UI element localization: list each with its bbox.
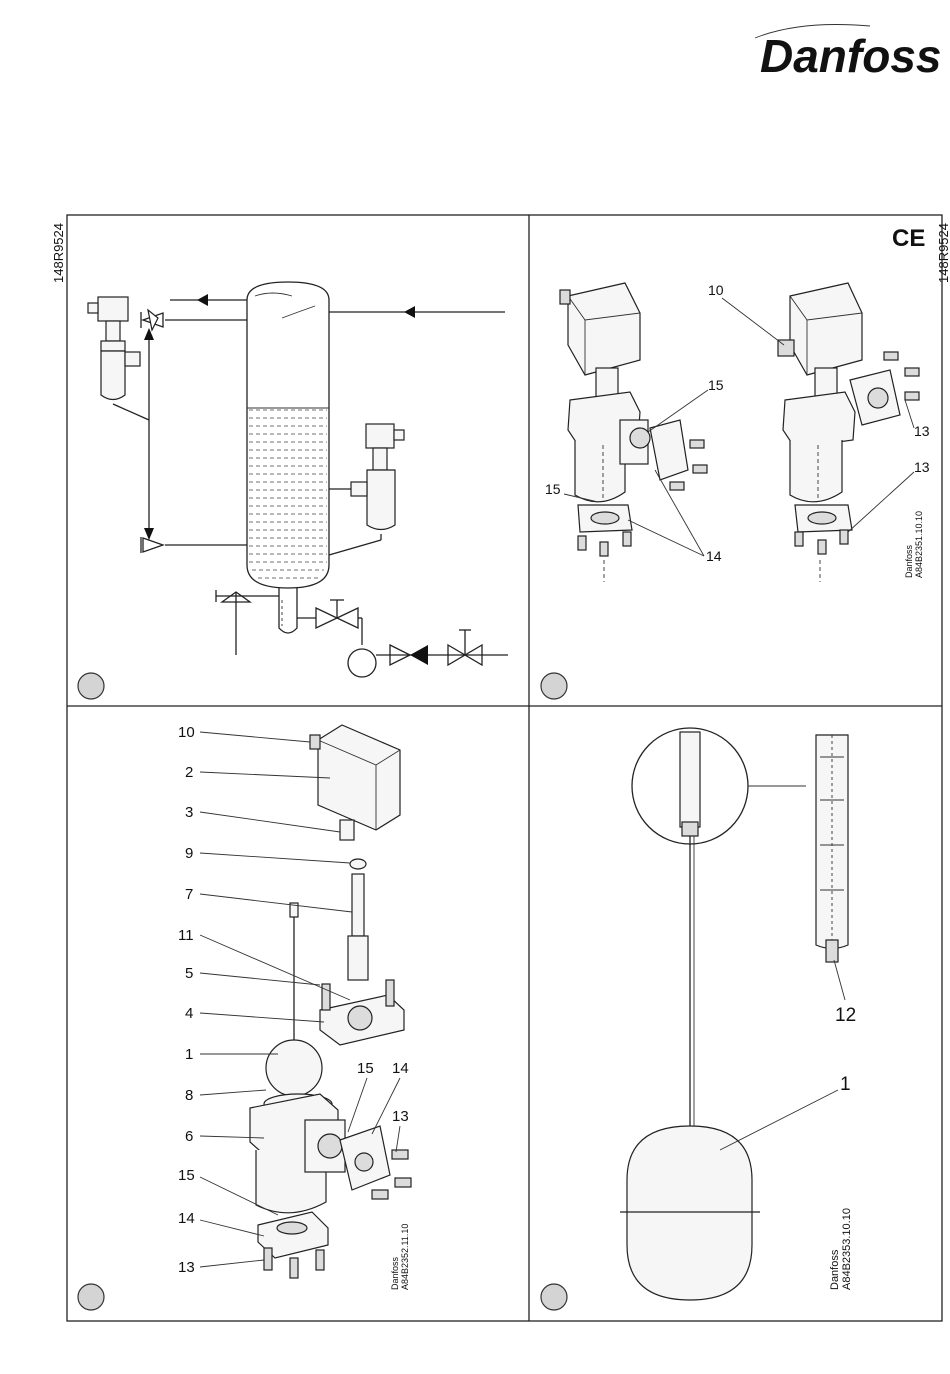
callout-14-upper: 14: [392, 1060, 409, 1077]
callout-7: 7: [185, 886, 193, 903]
drawing-ref-bottom-right: Danfoss A84B2353.10.10: [829, 1208, 853, 1290]
panel-marker-2: [541, 673, 567, 699]
callout-5: 5: [185, 965, 193, 982]
panel-mounting-views: CE: [541, 225, 930, 699]
panel-float-detail: 12 1 Danfoss A84B2353.10.10: [541, 728, 856, 1310]
separator-vessel: [247, 282, 329, 633]
callout-12: 12: [835, 1005, 856, 1026]
callout-13-lower: 13: [178, 1259, 195, 1276]
callout-13-lower: 13: [914, 459, 930, 475]
svg-text:Danfoss: Danfoss: [390, 1256, 400, 1290]
outlet-arrow: [197, 294, 208, 306]
callout-13-upper: 13: [914, 423, 930, 439]
inlet-arrow: [404, 306, 415, 318]
callout-1: 1: [185, 1046, 193, 1063]
assembly-left: [560, 283, 707, 582]
callout-8: 8: [185, 1087, 193, 1104]
ce-mark: CE: [892, 225, 925, 252]
relief-valve-upper: [141, 310, 247, 330]
panel-marker-1: [78, 673, 104, 699]
callout-1: 1: [840, 1074, 851, 1095]
callout-15-upper: 15: [357, 1060, 374, 1077]
liquid-level-hatch: [249, 410, 327, 578]
side-flange: [340, 1126, 411, 1199]
callout-13-upper: 13: [392, 1108, 409, 1125]
svg-text:Danfoss: Danfoss: [904, 544, 914, 578]
magnet-sleeve-detail: [816, 735, 848, 962]
callout-15-lower: 15: [178, 1167, 195, 1184]
part-2-head: [310, 725, 400, 840]
panel-system-schematic: [78, 282, 508, 699]
float-rod-top-detail: [680, 732, 700, 836]
part-7-tube: [348, 874, 368, 980]
callout-9: 9: [185, 845, 193, 862]
level-switch-right: [329, 424, 404, 555]
callout-4: 4: [185, 1005, 193, 1022]
drawing-ref-bottom-left: Danfoss A84B2352.11.10: [390, 1224, 410, 1290]
bottom-drain-valves: [216, 590, 508, 677]
callout-10: 10: [708, 282, 724, 298]
pump-symbol: [348, 649, 376, 677]
callout-11: 11: [178, 927, 194, 944]
callout-15-upper: 15: [708, 377, 724, 393]
callout-15-lower: 15: [545, 481, 561, 497]
bottom-flange: [258, 1212, 328, 1278]
panel-exploded-view: 10 2 3 9 7 11 5 4 1 8 6 15 14 1: [78, 724, 411, 1310]
callout-6: 6: [185, 1128, 193, 1145]
callout-14: 14: [706, 548, 722, 564]
callout-14-lower: 14: [178, 1210, 195, 1227]
panel-frame: [67, 215, 942, 1321]
panel-marker-3: [78, 1284, 104, 1310]
danfoss-logo: Danfoss: [755, 25, 941, 83]
level-switch-left: [88, 297, 149, 420]
part-4-flange: [320, 980, 404, 1045]
svg-text:Danfoss: Danfoss: [829, 1249, 841, 1290]
part-6-housing: [250, 1094, 345, 1213]
relief-valve-lower: [141, 537, 247, 553]
float-ball: [627, 1126, 752, 1300]
callout-10: 10: [178, 724, 195, 741]
panel-marker-4: [541, 1284, 567, 1310]
svg-text:A84B2351.10.10: A84B2351.10.10: [914, 511, 924, 578]
svg-text:A84B2353.10.10: A84B2353.10.10: [841, 1208, 853, 1290]
drawing-ref-top-right: Danfoss A84B2351.10.10: [904, 511, 924, 578]
callout-3: 3: [185, 804, 193, 821]
assembly-right: [778, 283, 919, 582]
side-code-right: 148R9524: [936, 223, 950, 283]
svg-text:A84B2352.11.10: A84B2352.11.10: [400, 1224, 410, 1290]
callout-2: 2: [185, 764, 193, 781]
callouts-bottom-right: 12 1: [720, 960, 856, 1150]
part-1-float-rod: [266, 903, 322, 1096]
part-9-seal: [350, 859, 366, 869]
brand-logo-text: Danfoss: [760, 30, 941, 82]
side-code-left: 148R9524: [51, 223, 66, 283]
